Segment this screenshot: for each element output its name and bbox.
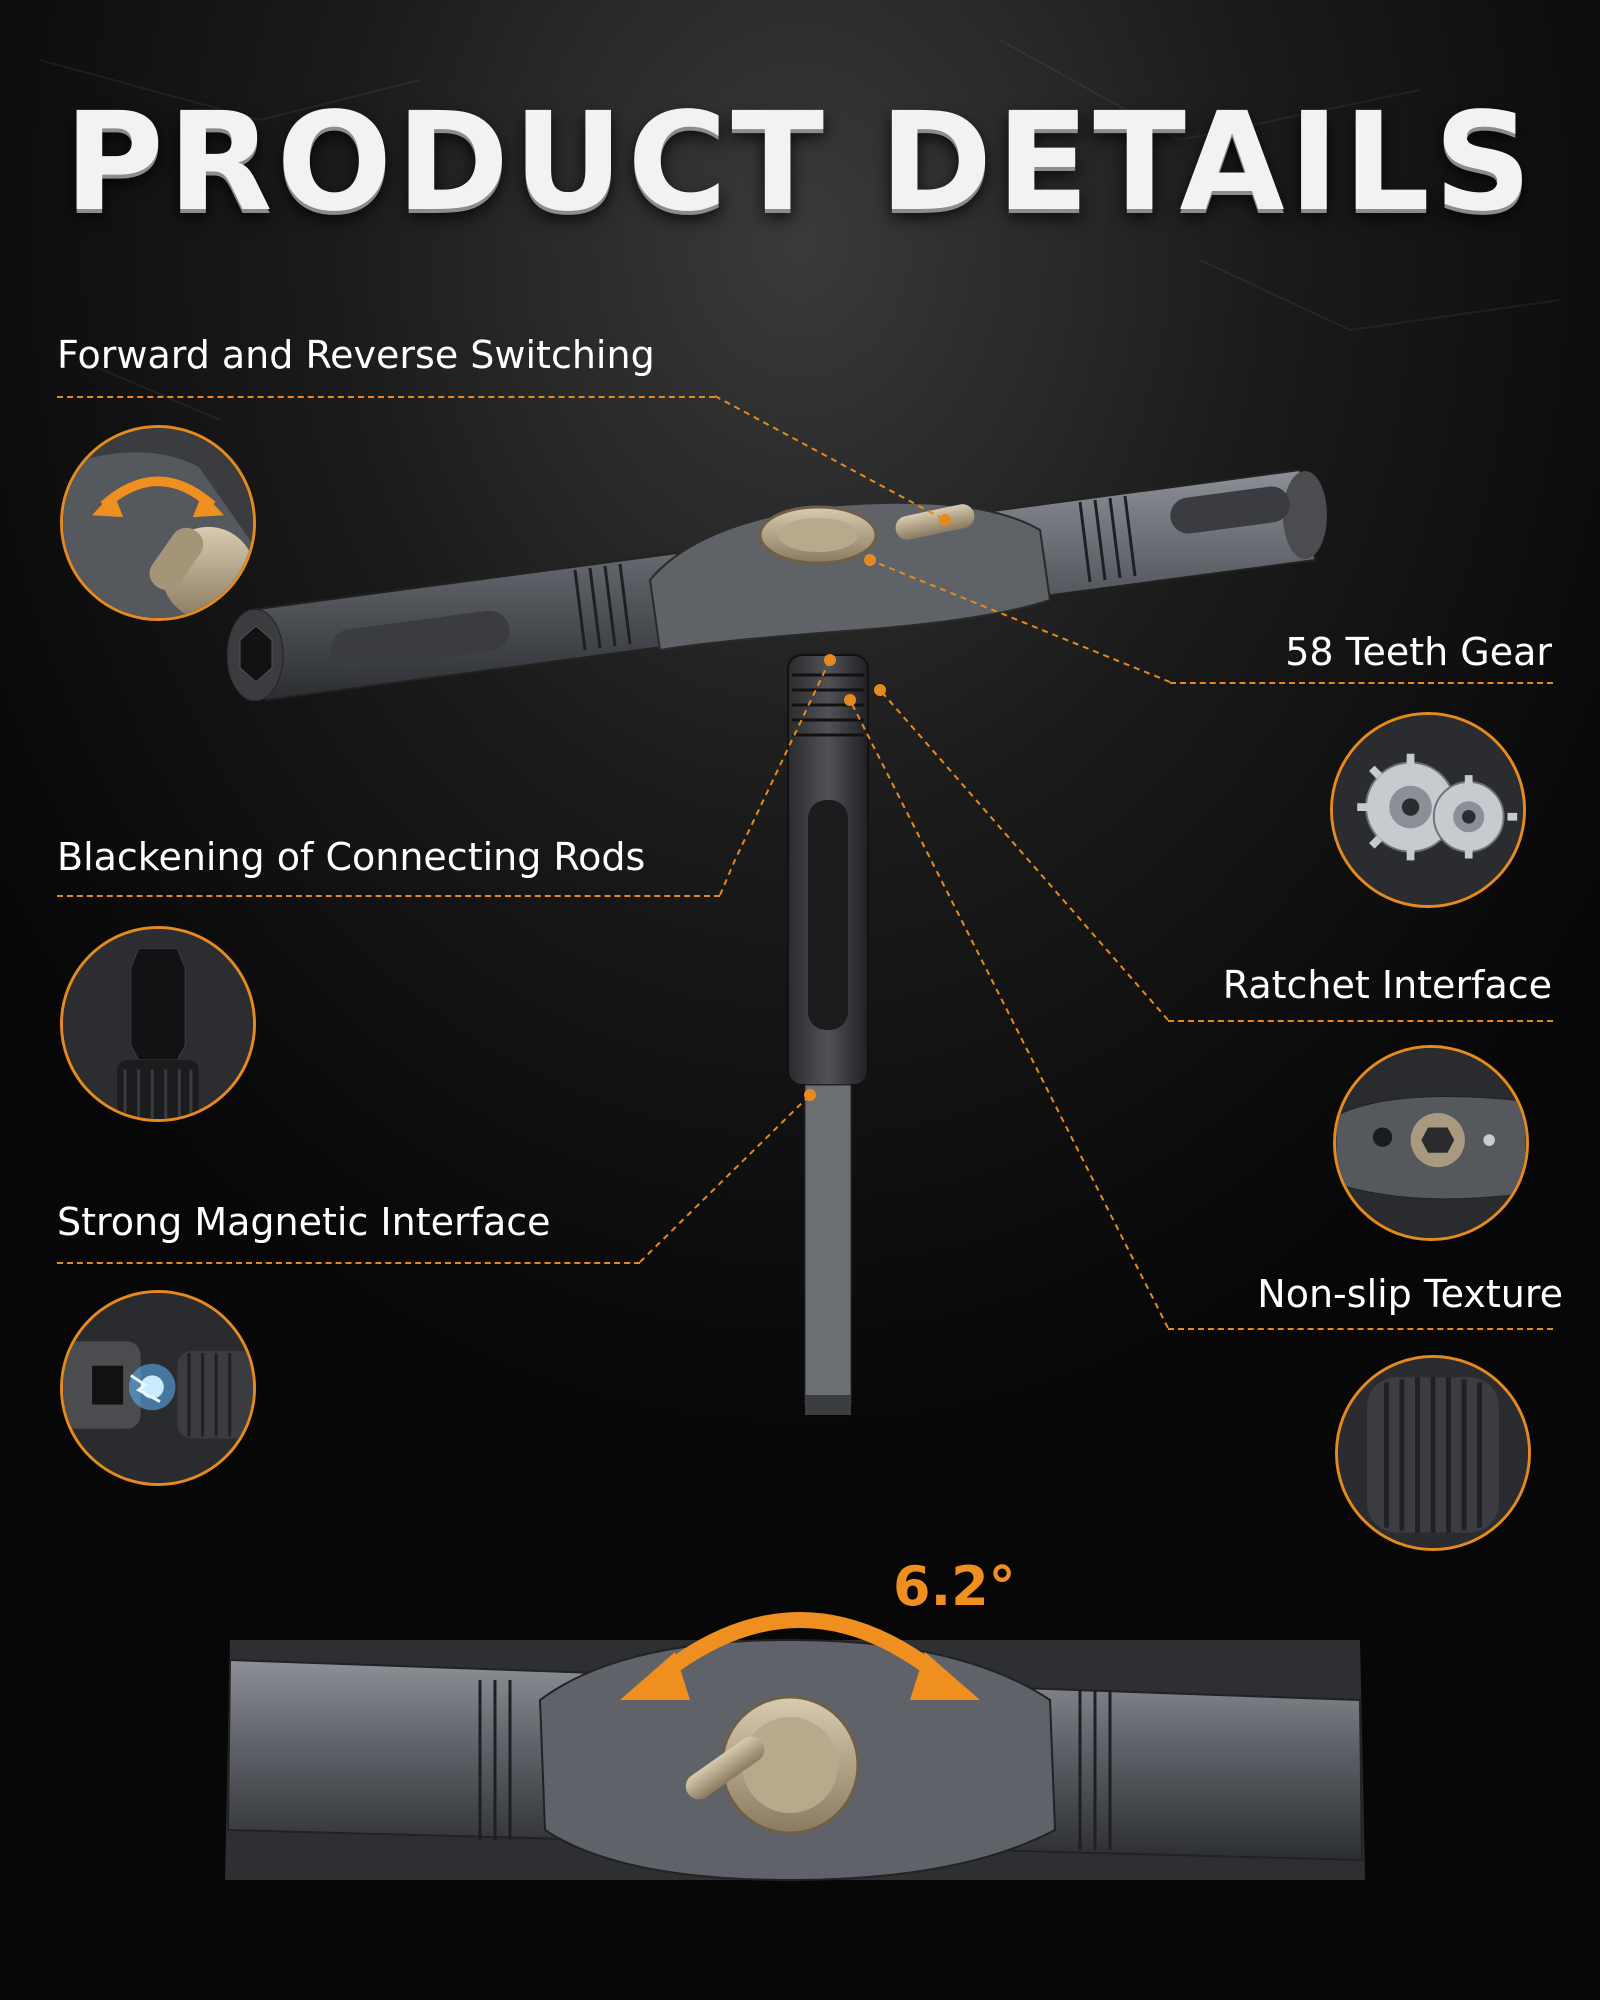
feature-thumb-ratchet <box>1333 1045 1529 1241</box>
feature-rule-blackening <box>57 895 720 897</box>
hex-rod-icon <box>63 929 253 1119</box>
swing-view <box>225 1638 1365 1882</box>
gears-icon <box>1333 715 1523 905</box>
feature-thumb-texture <box>1335 1355 1531 1551</box>
page-title: PRODUCT DETAILS <box>64 84 1536 242</box>
ratchet-socket-icon <box>1336 1048 1526 1238</box>
double-arrow-arc-icon <box>620 1612 980 1700</box>
driver-shaft <box>787 654 869 1415</box>
feature-rule-magnetic <box>57 1262 640 1264</box>
swing-angle-label: 6.2° <box>893 1555 1016 1618</box>
callout-leaders <box>639 395 1171 1329</box>
feature-label-texture: Non-slip Texture <box>1257 1272 1563 1316</box>
feature-label-forward-reverse: Forward and Reverse Switching <box>57 333 655 377</box>
feature-label-ratchet: Ratchet Interface <box>1222 963 1552 1007</box>
feature-rule-forward-reverse <box>57 396 715 398</box>
knurled-grip-icon <box>1338 1358 1528 1548</box>
feature-rule-texture <box>1168 1328 1553 1330</box>
feature-thumb-magnetic <box>60 1290 256 1486</box>
feature-thumb-blackening <box>60 926 256 1122</box>
feature-label-gear: 58 Teeth Gear <box>1285 630 1552 674</box>
feature-label-blackening: Blackening of Connecting Rods <box>57 835 646 879</box>
feature-label-magnetic: Strong Magnetic Interface <box>57 1200 551 1244</box>
t-handle <box>226 468 1327 702</box>
feature-thumb-forward-reverse <box>60 425 256 621</box>
feature-rule-gear <box>1170 682 1553 684</box>
magnet-spark-icon <box>63 1293 253 1483</box>
feature-rule-ratchet <box>1168 1020 1553 1022</box>
feature-thumb-gear <box>1330 712 1526 908</box>
switch-lever-icon <box>63 428 253 618</box>
